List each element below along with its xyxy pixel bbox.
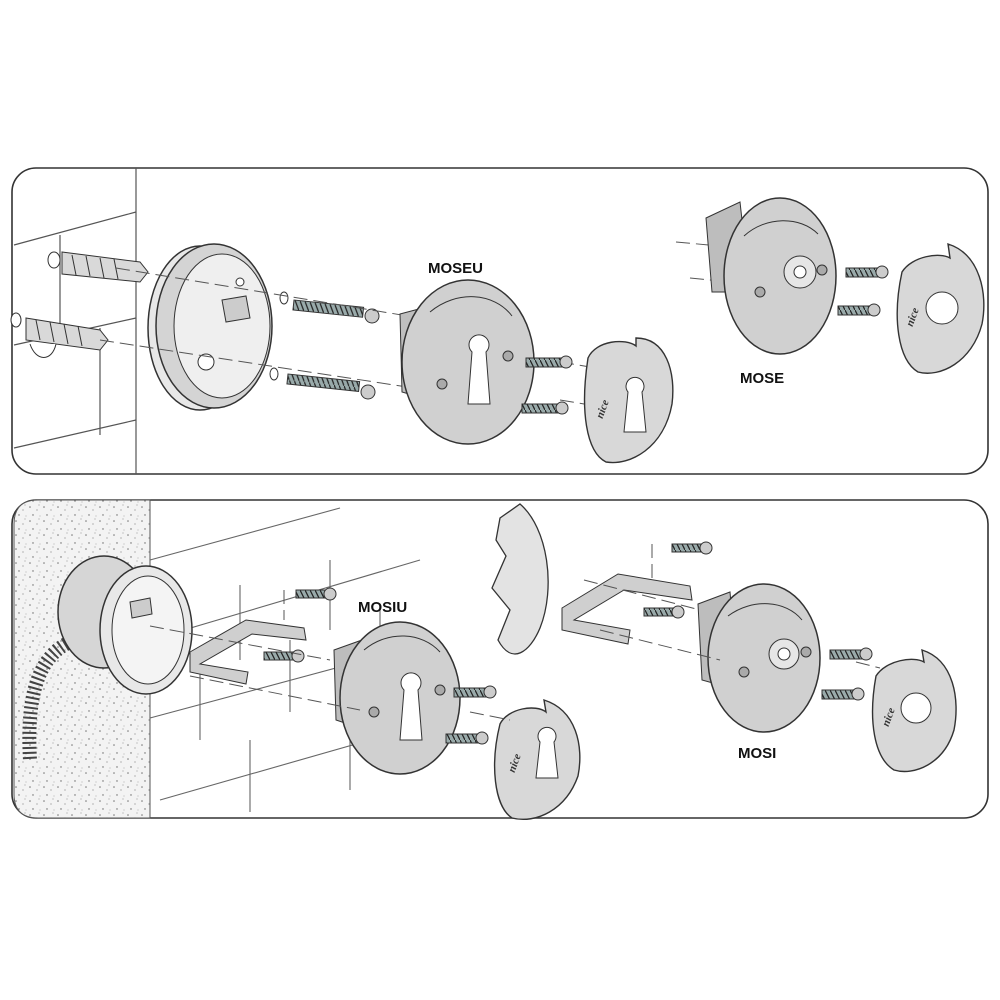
- alignment-lines-bottom: [149, 544, 881, 721]
- short-screw-mosiu-2: [445, 731, 489, 745]
- mosiu-unit: [333, 621, 461, 775]
- bracket-mosiu: [189, 619, 307, 685]
- mose-cover-plate: [896, 242, 985, 374]
- wall-fragment: [491, 503, 549, 655]
- short-screw-mosi-2: [821, 687, 865, 701]
- bracket-screw-1: [295, 587, 337, 601]
- wall-plug-lower: [10, 312, 109, 358]
- bottom-panel: MOSIU nice: [11, 499, 989, 820]
- short-screw-mose-1: [845, 265, 889, 279]
- short-screw-mosiu-1: [453, 685, 497, 699]
- label-mosiu: MOSIU: [358, 599, 407, 616]
- mosiu-cover-plate: [493, 698, 581, 820]
- moseu-cover-plate: [583, 337, 674, 464]
- mosi-cover-plate: [871, 648, 957, 773]
- label-mosi: MOSI: [738, 745, 776, 762]
- long-screw-upper: [279, 291, 380, 324]
- bracket-screw-4: [643, 605, 685, 619]
- long-screw-lower: [269, 367, 376, 400]
- short-screw-moseu-2: [521, 401, 569, 415]
- bracket-mosi: [561, 573, 693, 645]
- short-screw-mosi-1: [829, 647, 873, 661]
- short-screw-moseu-1: [525, 355, 573, 369]
- bracket-screw-2: [263, 649, 305, 663]
- label-mose: MOSE: [740, 370, 784, 387]
- bottom-panel-frame: [11, 499, 989, 819]
- recessed-box: [57, 555, 193, 695]
- bracket-screw-3: [671, 541, 713, 555]
- mounting-box: [147, 243, 273, 411]
- label-moseu: MOSEU: [428, 260, 483, 277]
- top-panel: MOSEU nice MOSE: [10, 167, 989, 475]
- short-screw-mose-2: [837, 303, 881, 317]
- wall-plug-upper: [47, 251, 149, 283]
- moseu-unit: [399, 279, 535, 445]
- flexible-conduit: [22, 631, 83, 761]
- mose-unit: [705, 197, 837, 355]
